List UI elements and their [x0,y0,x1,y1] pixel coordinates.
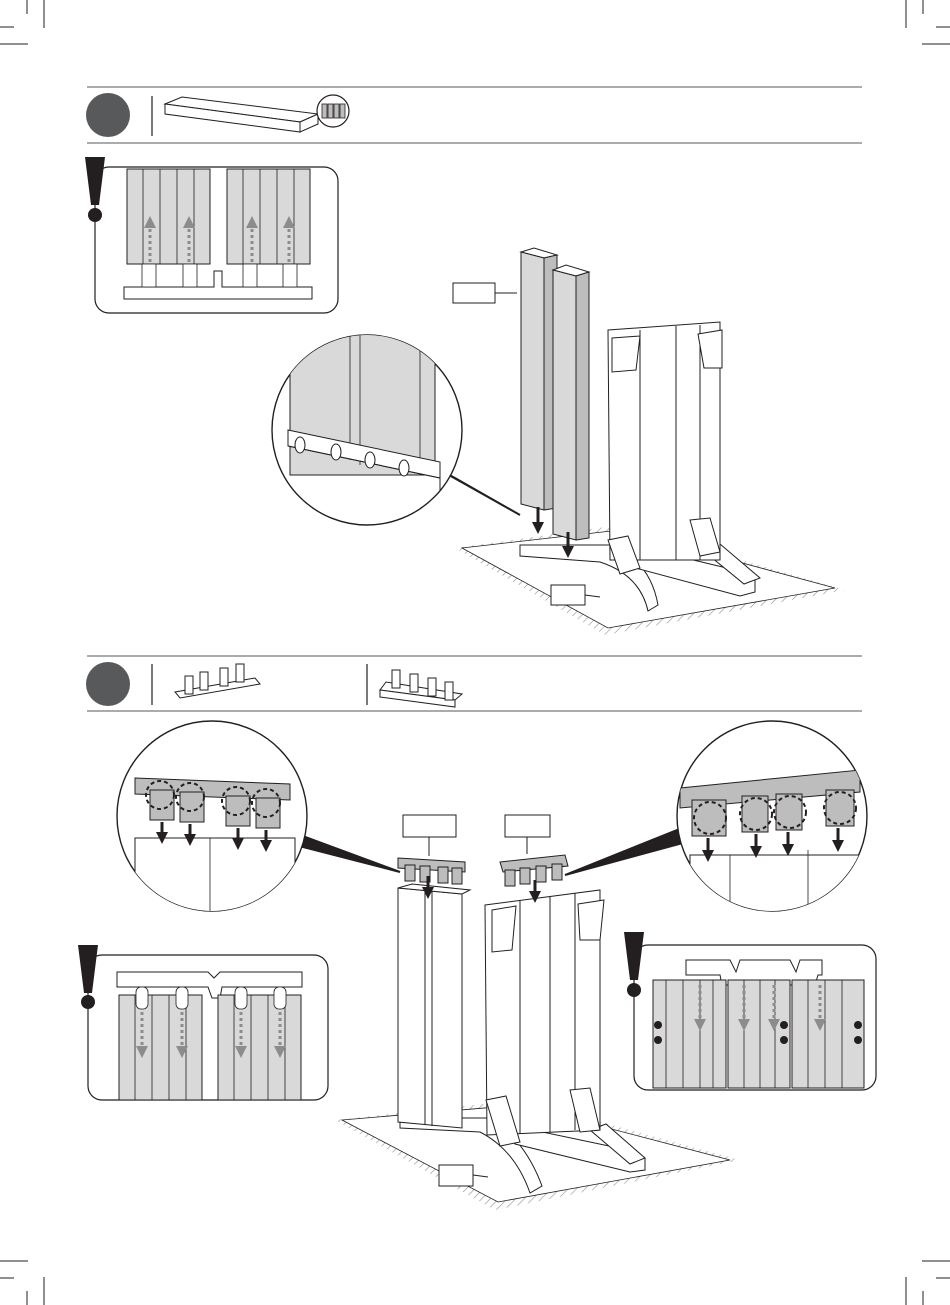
board-end-zoom-icon [317,95,349,127]
top-clips [398,855,568,886]
step-b-warning-note-right [624,932,876,1090]
step-b-badge [86,662,130,706]
step-b-warning-note-left [78,945,328,1100]
top-clip-part-b-icon [380,670,462,707]
clip-a-callout [403,815,456,856]
step-a-header [86,87,862,143]
step-b-header [86,656,862,711]
clip-b-zoom-detail [565,721,867,915]
step-a-warning-note [85,157,338,313]
clip-a-zoom-detail [117,721,400,918]
long-board-part-icon [165,97,318,132]
board-callout [453,283,517,303]
top-clip-part-a-icon [175,664,260,698]
step-a-badge [86,93,130,137]
clip-b-callout [505,815,550,854]
step-a-main-illustration [453,248,845,635]
boards-inserted [521,248,589,540]
board-bottom-hook-detail [272,330,520,525]
